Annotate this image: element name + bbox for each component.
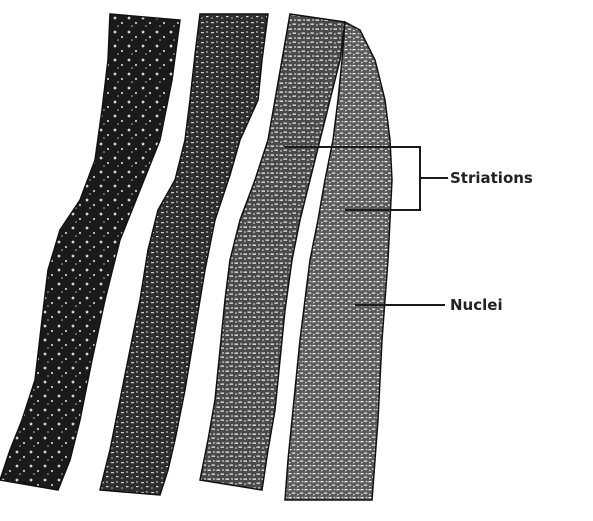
striations-label: Striations: [450, 169, 533, 187]
nuclei-label: Nuclei: [450, 296, 503, 314]
